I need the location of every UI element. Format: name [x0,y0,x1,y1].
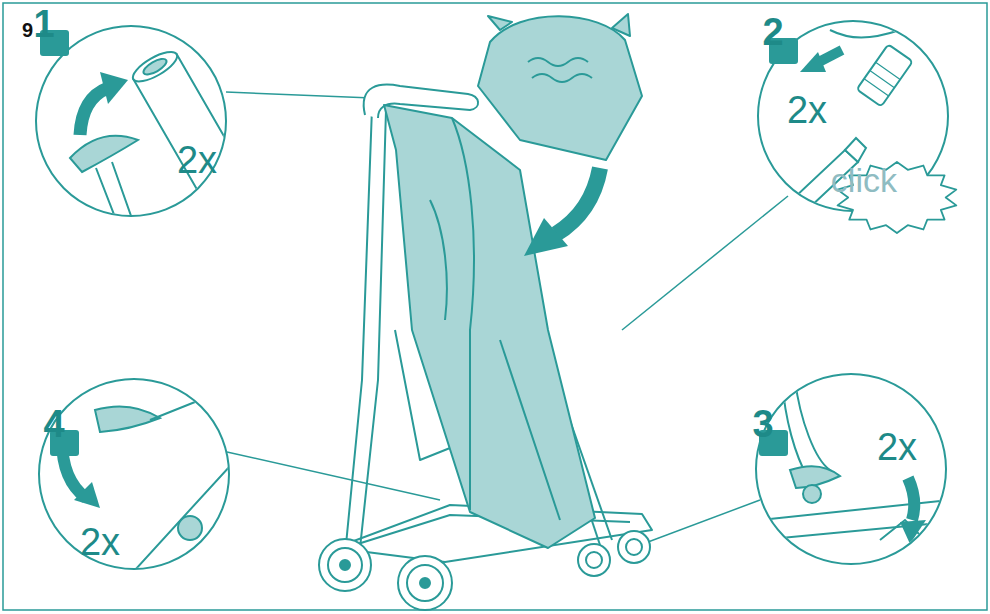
art-path [760,500,950,540]
art-path [908,478,914,520]
art-circle [756,374,946,564]
art-circle [578,544,610,576]
art-path [478,16,642,160]
step-number: 4 [43,405,64,443]
art-path [384,105,595,548]
detail-footrest-button [760,380,950,545]
art-path [528,58,588,66]
art-line [226,92,372,98]
art-circle [407,565,443,601]
art-path [488,16,512,30]
art-ellipse [141,56,169,78]
page-frame [3,3,987,610]
step-number: 1 [33,5,54,43]
art-rect [133,54,276,252]
art-polygon [100,72,128,104]
detail-callout-circle: 2x 1 [35,25,227,217]
art-path [880,520,930,545]
art-circle [319,539,371,591]
art-polygon [74,482,100,508]
art-circle [340,560,350,570]
art-rect [857,44,913,106]
detail-callout-circle: 2x 4 [38,378,230,570]
art-path [452,118,474,510]
art-circle [586,552,602,568]
detail-callout-circle: 2x 2 click [757,20,949,212]
art-polygon [800,52,826,72]
art-path [70,136,138,172]
art-path [360,110,386,548]
art-circle [398,556,452,610]
detail-callout-circle: 2x 3 [755,373,947,565]
stroller-drawing [319,85,652,610]
art-path [135,455,250,585]
art-ellipse [129,46,181,87]
art-g [129,46,277,252]
art-circle [420,578,430,588]
step-badge: 2 [769,38,798,64]
art-circle [178,516,202,540]
art-g [857,44,913,106]
art-path [612,14,630,36]
art-circle [328,548,362,582]
art-line [227,452,440,500]
step-badge: 4 [50,430,79,456]
art-path [430,200,447,320]
step-number: 3 [752,405,773,443]
art-circle [803,485,821,503]
art-path [782,380,830,478]
click-starburst: click [834,160,960,235]
art-path [345,108,372,555]
repeat-count: 2x [877,428,917,466]
art-path [532,74,592,82]
art-path [830,30,900,38]
canopy-drawing [478,14,642,256]
art-line [640,500,760,545]
art-path [500,340,560,520]
art-line [622,196,788,330]
callout-grounds [36,21,948,569]
art-circle [39,379,229,569]
detail-seat-button [62,400,250,585]
step-badge: 1 [40,30,69,56]
art-path [150,400,200,420]
repeat-count: 2x [80,523,120,561]
art-circle [626,539,642,555]
step-number: 9 [22,20,33,40]
repeat-count: 2x [177,141,217,179]
art-polygon [524,218,568,256]
art-path [864,62,900,96]
sound-word: click [831,163,897,197]
art-path [845,138,866,162]
art-path [96,162,136,230]
step-badge: 3 [759,430,788,456]
art-polygon [900,520,926,544]
step-number: 2 [762,13,783,51]
repeat-count: 2x [787,91,827,129]
art-path [80,88,108,135]
art-path [556,168,600,234]
detail-tube-release [70,46,277,252]
art-circle [618,531,650,563]
